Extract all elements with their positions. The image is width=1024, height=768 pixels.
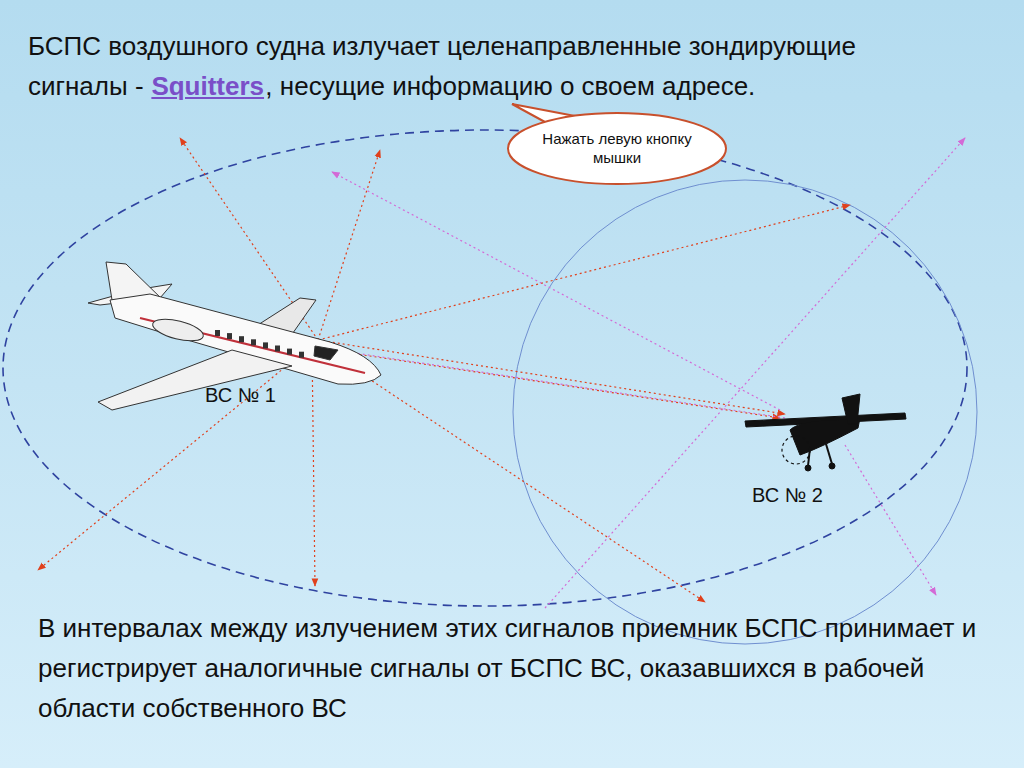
link-text: Squitters [151, 71, 264, 101]
range-ellipse [3, 130, 967, 606]
intro-text: , несущие информацию о своем адресе. [265, 71, 755, 101]
intro-paragraph: БСПС воздушного судна излучает целенапра… [28, 26, 928, 106]
aircraft-label: ВС № 2 [752, 484, 823, 507]
callout-bubble: Нажать левую кнопку мышки [507, 112, 727, 185]
callout-text: Нажать левую кнопку мышки [542, 129, 692, 168]
callout-ellipse [507, 112, 727, 185]
caption-paragraph: В интервалах между излучением этих сигна… [38, 608, 998, 728]
jet-aircraft [88, 262, 381, 410]
aircraft-label: ВС № 1 [205, 384, 276, 407]
light-aircraft [745, 394, 906, 471]
received-arrows [332, 138, 965, 608]
squitter-arrows [38, 138, 850, 602]
